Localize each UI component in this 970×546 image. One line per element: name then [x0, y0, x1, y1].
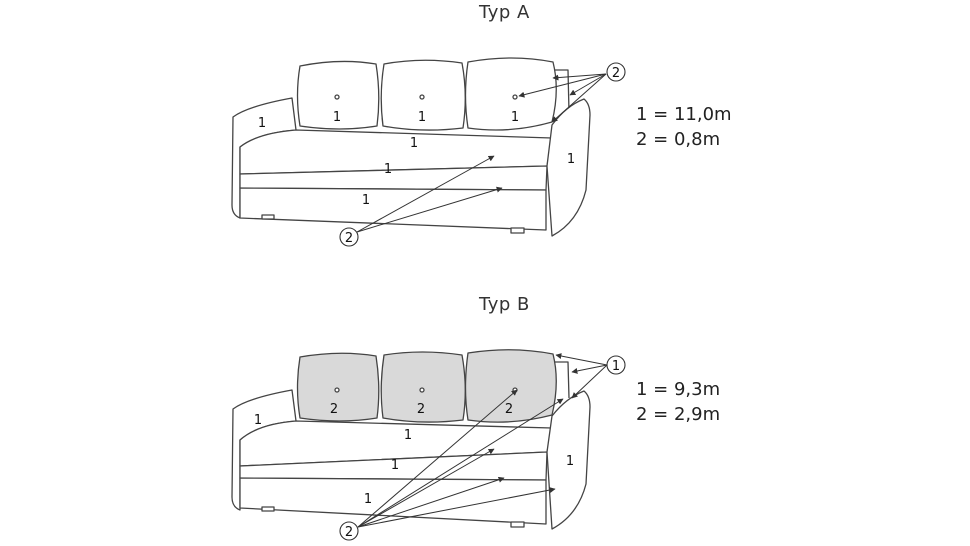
typ-b-legend: 1 = 9,3m 2 = 2,9m	[636, 377, 720, 427]
leader-b-top-2	[571, 364, 608, 374]
leader-b-bot-4	[357, 476, 505, 528]
typ-a-title: Typ A	[479, 2, 530, 23]
label-arm-right-b: 1	[566, 454, 574, 469]
leader-b-bot-3	[357, 448, 495, 528]
callout-b-bottom: 2	[345, 525, 353, 540]
label-arm-right-a: 1	[567, 152, 575, 167]
label-cushion-mid-b: 2	[417, 402, 425, 417]
foot-right-a	[510, 227, 525, 234]
right-arm-b	[546, 390, 591, 530]
labels-typ-a: 1 1 1 1 1 1 1 1	[258, 110, 575, 208]
right-arm-a	[546, 98, 591, 237]
typ-a-legend: 1 = 11,0m 2 = 0,8m	[636, 102, 732, 152]
leader-b-top-3	[571, 364, 608, 399]
leader-a-bot-2	[356, 186, 503, 233]
callouts-typ-a: 2 2	[339, 62, 626, 247]
base-a	[239, 187, 547, 231]
leader-b-bot-1	[357, 389, 518, 528]
foot-left-b	[261, 506, 275, 512]
leader-a-top-4	[551, 73, 607, 123]
callout-circle-b-top	[606, 355, 626, 375]
cushion-left-b	[296, 352, 380, 422]
cushion-right-b	[464, 349, 557, 423]
label-cushion-right-a: 1	[511, 110, 519, 125]
cushion-button-mid-b	[419, 387, 425, 393]
callout-circle-a-top	[606, 62, 626, 82]
leader-a-top-2	[518, 73, 607, 98]
foot-left-a	[261, 214, 275, 220]
cushion-mid-b	[380, 351, 466, 423]
callout-a-top: 2	[612, 66, 620, 81]
foot-right-b	[510, 521, 525, 528]
typ-b-title: Typ B	[479, 294, 530, 315]
cushion-button-left-b	[334, 387, 340, 393]
base-b	[239, 477, 547, 525]
leader-a-top-1	[552, 73, 607, 81]
leaders-typ-a	[356, 73, 607, 233]
label-seat-b: 1	[404, 428, 412, 443]
label-cushion-left-b: 2	[330, 402, 338, 417]
label-base-a: 1	[362, 193, 370, 208]
callouts-typ-b: 1 2	[339, 355, 626, 541]
cushion-button-right-a	[512, 94, 518, 100]
typ-a-legend-line-2: 2 = 0,8m	[636, 129, 721, 150]
sofa-typ-a	[231, 57, 591, 237]
callout-circle-b-bottom	[339, 521, 359, 541]
callout-a-bottom: 2	[345, 231, 353, 246]
callout-b-top: 1	[612, 359, 620, 374]
leader-a-bot-1	[356, 155, 495, 233]
label-base-b: 1	[364, 492, 372, 507]
label-cushion-mid-a: 1	[418, 110, 426, 125]
leader-b-bot-2	[357, 398, 564, 528]
label-seat-a: 1	[410, 136, 418, 151]
cushion-button-left-a	[334, 94, 340, 100]
labels-typ-b: 2 2 2 1 1 1 1 1	[254, 402, 574, 507]
leader-b-bot-5	[357, 487, 556, 528]
label-cushion-right-b: 2	[505, 402, 513, 417]
cushion-button-mid-a	[419, 94, 425, 100]
typ-b-legend-line-1: 1 = 9,3m	[636, 379, 721, 400]
callout-circle-a-bottom	[339, 227, 359, 247]
label-arm-left-b: 1	[254, 413, 262, 428]
typ-b-legend-line-2: 2 = 2,9m	[636, 404, 721, 425]
label-cushion-left-a: 1	[333, 110, 341, 125]
label-arm-left-a: 1	[258, 116, 266, 131]
label-front-b: 1	[391, 458, 399, 473]
leader-a-top-3	[569, 73, 607, 96]
leaders-typ-b	[357, 353, 608, 528]
typ-a-legend-line-1: 1 = 11,0m	[636, 104, 732, 125]
leader-b-top-1	[555, 353, 608, 366]
label-front-a: 1	[384, 162, 392, 177]
